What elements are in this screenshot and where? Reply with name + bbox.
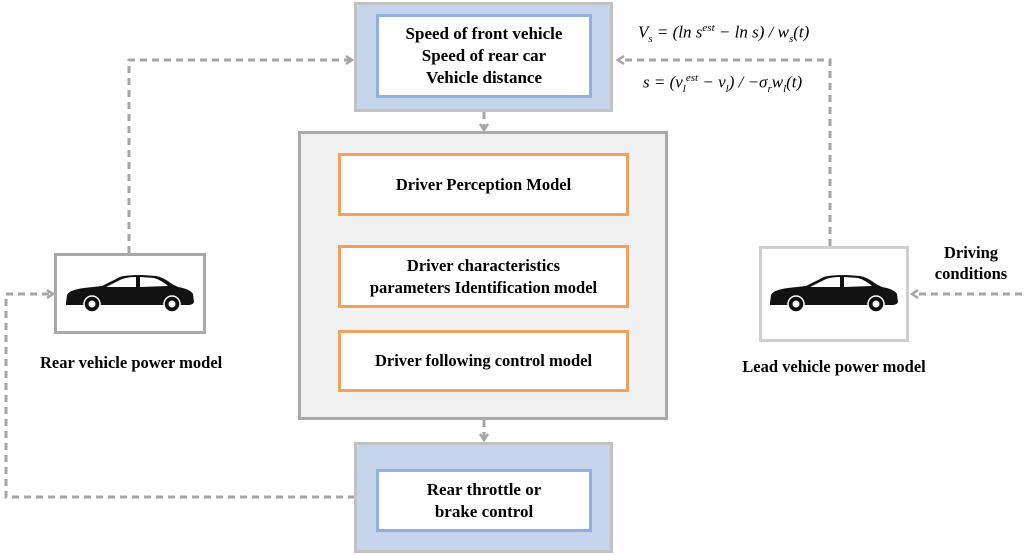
throttle-line2-text: brake control [434,501,534,521]
vehicle-distance-text: Vehicle distance [425,68,542,87]
lead-car-icon [770,275,898,313]
arrow-rear-to-speed [127,60,352,253]
driver-perception-model-box: Driver Perception Model [338,153,629,216]
identification-line2-text: parameters Identification model [369,277,598,297]
arrow-lead-to-speed [618,60,832,246]
identification-line1-text: Driver characteristics [406,255,561,275]
lead-vehicle-box [759,246,909,342]
speed-measurement-box: Speed of front vehicle Speed of rear car… [376,14,592,98]
throttle-line1-text: Rear throttle or [426,479,542,499]
lead-vehicle-label: Lead vehicle power model [742,357,926,376]
arrow-control-to-rear [4,294,355,499]
rear-vehicle-label: Rear vehicle power model [40,353,223,372]
rear-vehicle-box [54,253,206,334]
driver-perception-model-text: Driver Perception Model [395,174,572,194]
formula-s: s = (vlest − vl) / −σrwl(t) [643,72,803,96]
throttle-brake-control-box: Rear throttle or brake control [376,469,592,532]
driver-following-control-box: Driver following control model [338,330,629,392]
driver-identification-model-box: Driver characteristics parameters Identi… [338,245,629,308]
driver-following-control-text: Driver following control model [374,351,593,370]
speed-front-vehicle-text: Speed of front vehicle [405,24,563,43]
speed-rear-car-text: Speed of rear car [421,46,547,65]
rear-car-icon [66,274,194,313]
driving-conditions-label: Driving conditions [934,243,1008,283]
formula-vs: Vs = (ln sest − ln s) / ws(t) [638,22,810,46]
